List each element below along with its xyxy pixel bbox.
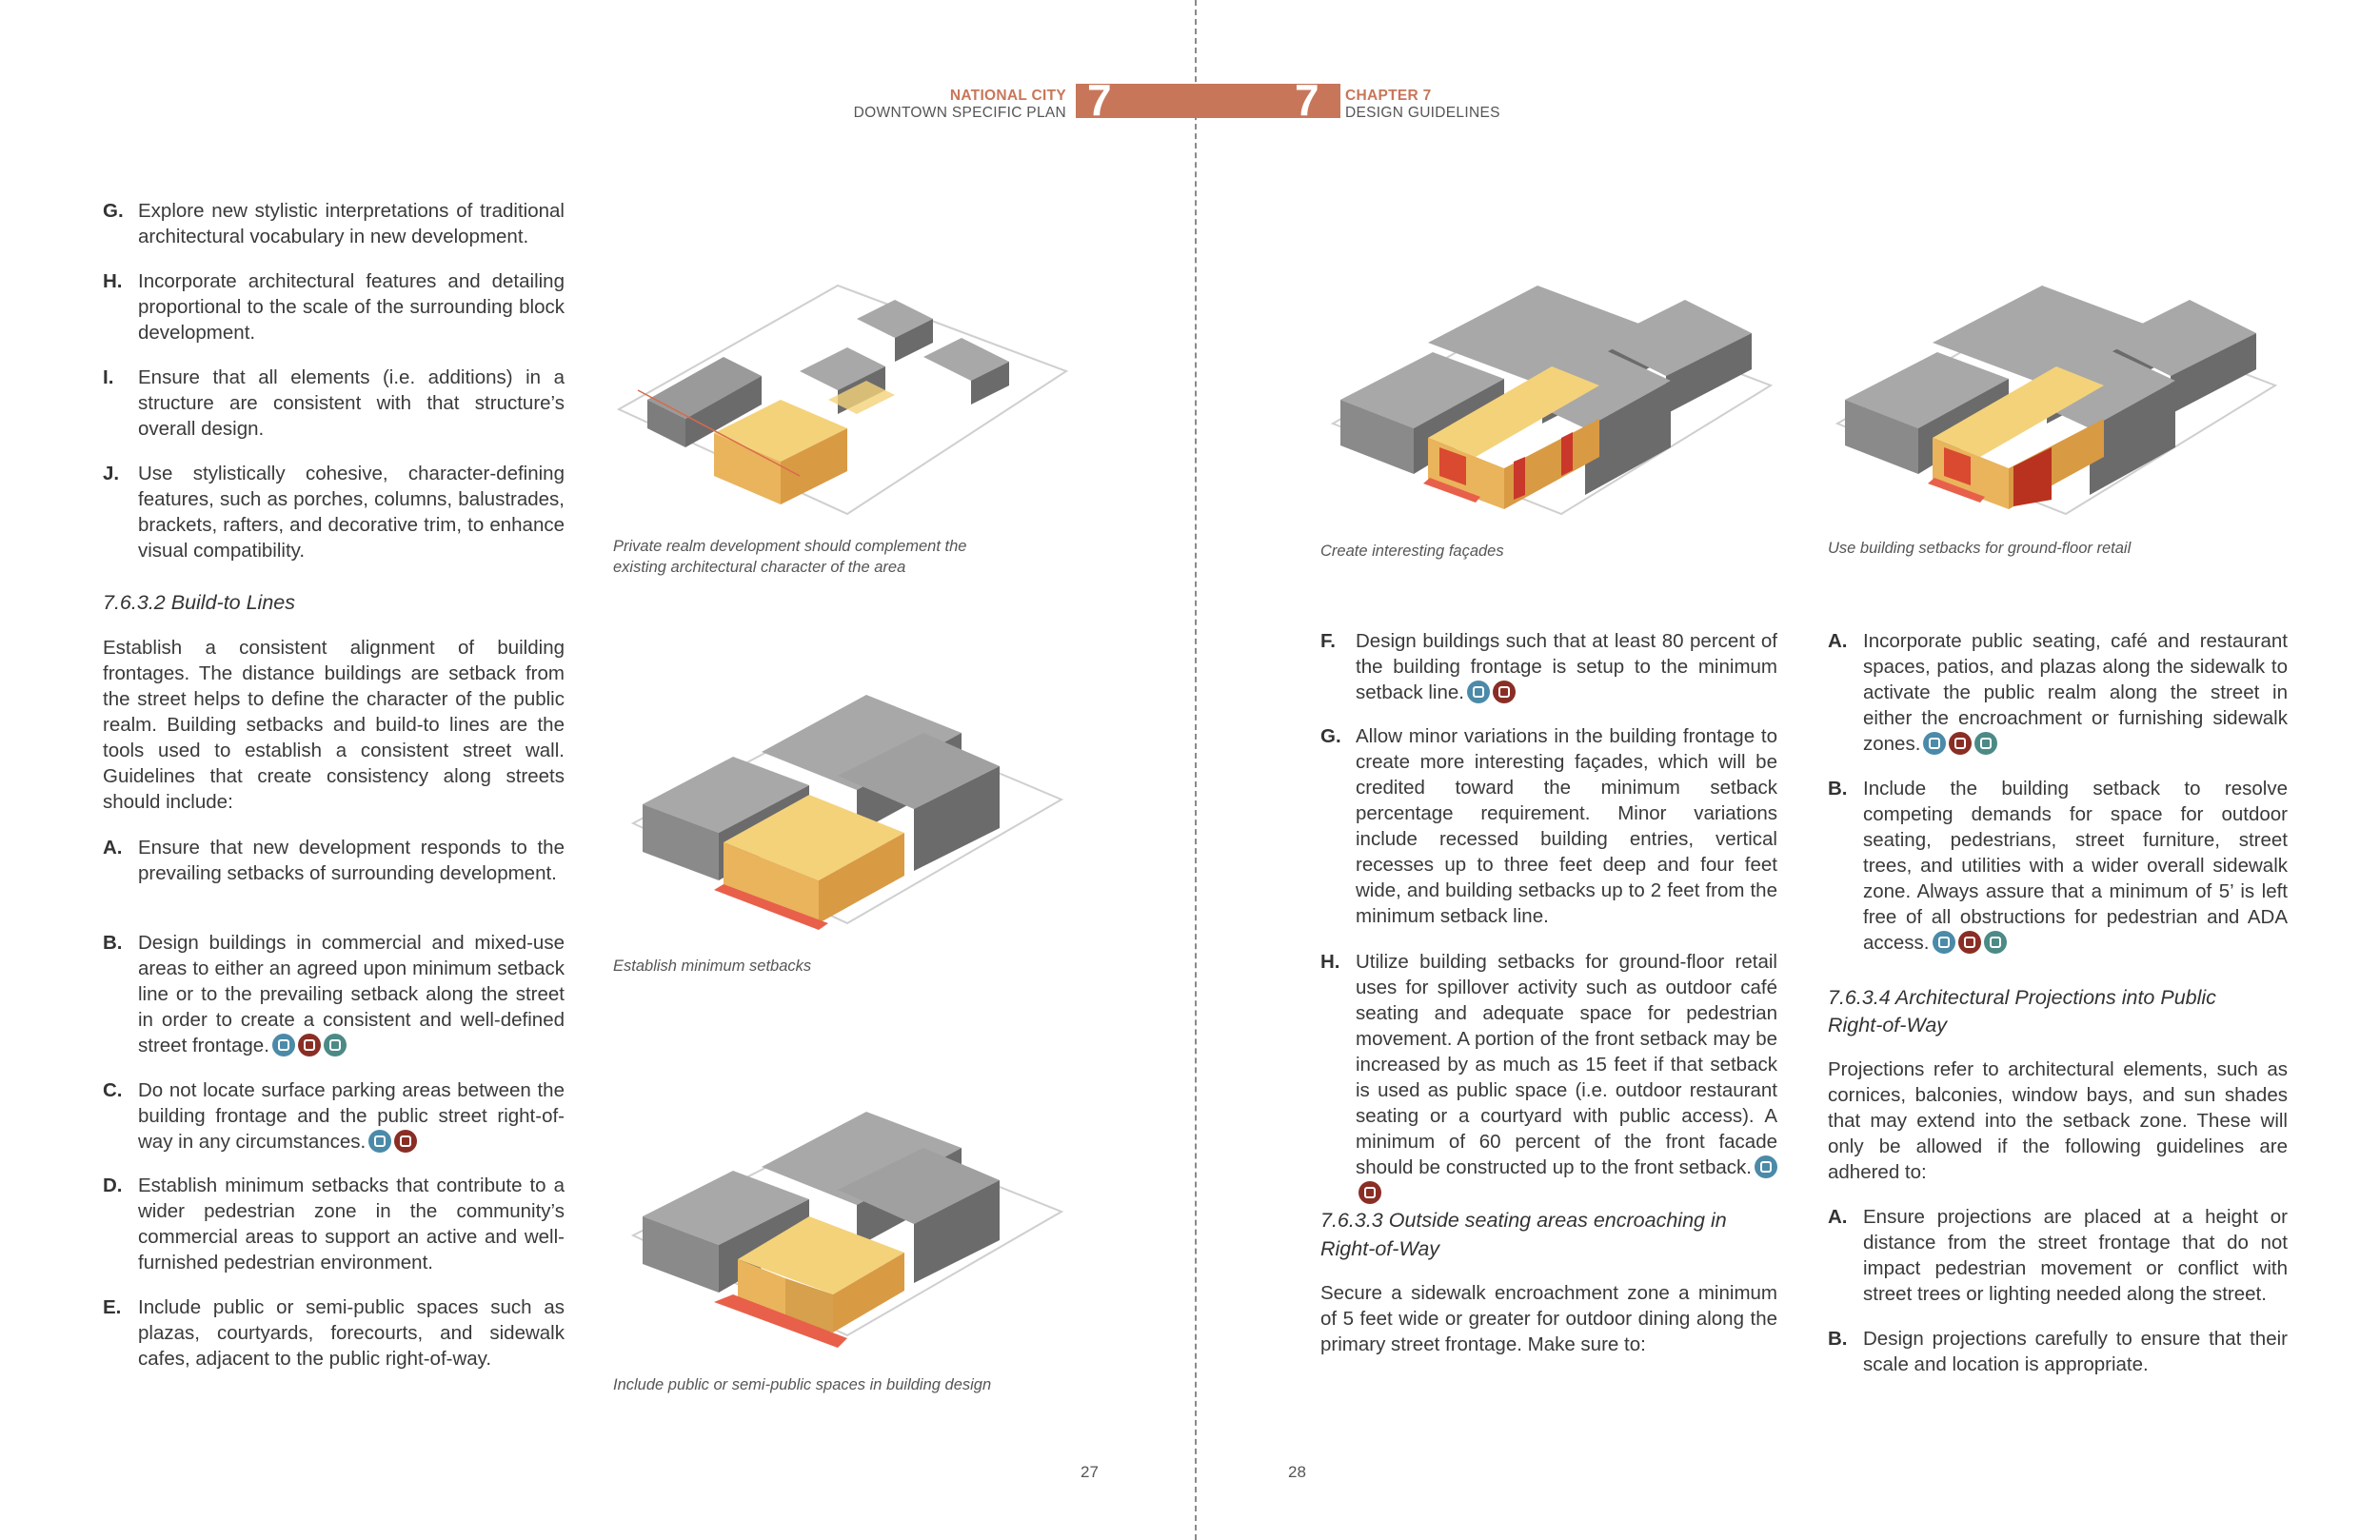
list-item: D.Establish minimum setbacks that contri… [103, 1175, 565, 1273]
caption-setbacks-retail: Use building setbacks for ground-floor r… [1828, 540, 2132, 557]
page-number-left: 27 [1081, 1463, 1099, 1481]
retail-icon [1359, 1181, 1381, 1204]
list-item: A.Incorporate public seating, café and r… [1828, 630, 2288, 755]
left-chapter-number: 7 [1087, 75, 1112, 125]
outside-seating-paragraph: Secure a sidewalk encroachment zone a mi… [1320, 1282, 1777, 1355]
transit-icon [323, 1034, 347, 1056]
header-chapter-label: CHAPTER 7 [1345, 88, 1432, 104]
section-heading-outside-seating: 7.6.3.3 Outside seating areas encroachin… [1320, 1209, 1727, 1232]
diagram-public-spaces [630, 1112, 1064, 1348]
right-chapter-number: 7 [1295, 75, 1319, 125]
caption-architectural-character-line2: existing architectural character of the … [613, 559, 906, 576]
list-item: G.Allow minor variations in the building… [1320, 725, 1777, 927]
intro-paragraph: Establish a consistent alignment of buil… [103, 637, 565, 813]
header-plan-subtitle: DOWNTOWN SPECIFIC PLAN [853, 105, 1066, 121]
transit-icon [1974, 732, 1998, 755]
section-heading-projections: 7.6.3.4 Architectural Projections into P… [1828, 986, 2216, 1009]
pedestrian-icon [368, 1130, 392, 1153]
list-item: G.Explore new stylistic interpretations … [103, 200, 565, 247]
list-item: C.Do not locate surface parking areas be… [103, 1079, 565, 1153]
diagram-setbacks-retail [1835, 286, 2278, 516]
list-item: E.Include public or semi-public spaces s… [103, 1296, 565, 1370]
pedestrian-icon [1755, 1155, 1777, 1178]
diagram-interesting-facades [1330, 286, 1774, 516]
list-item: J.Use stylistically cohesive, character-… [103, 463, 565, 562]
section-heading-outside-seating-line2: Right-of-Way [1320, 1237, 1440, 1260]
caption-interesting-facades: Create interesting façades [1320, 543, 1504, 560]
pedestrian-icon [271, 1034, 295, 1056]
diagram-architectural-character [616, 284, 1069, 516]
caption-architectural-character: Private realm development should complem… [613, 538, 967, 555]
page-number-right: 28 [1288, 1463, 1306, 1481]
caption-minimum-setbacks: Establish minimum setbacks [613, 958, 812, 975]
retail-icon [297, 1034, 321, 1056]
header-plan-name: NATIONAL CITY [949, 88, 1066, 104]
diagram-minimum-setbacks [630, 695, 1064, 930]
retail-icon [1949, 732, 1973, 755]
pedestrian-icon [1466, 681, 1490, 703]
list-item: H.Incorporate architectural features and… [103, 270, 565, 344]
projections-paragraph: Projections refer to architectural eleme… [1828, 1058, 2288, 1183]
list-item: A.Ensure projections are placed at a hei… [1828, 1206, 2288, 1305]
list-item: B.Design buildings in commercial and mix… [103, 932, 565, 1056]
transit-icon [1983, 931, 2007, 954]
retail-icon [1492, 681, 1516, 703]
chapter-header-band [1076, 84, 1340, 118]
header-chapter-title: DESIGN GUIDELINES [1345, 105, 1500, 121]
list-item: I.Ensure that all elements (i.e. additio… [103, 366, 565, 440]
list-item: A.Ensure that new development responds t… [103, 837, 565, 884]
list-item: F.Design buildings such that at least 80… [1320, 630, 1777, 703]
section-heading-build-to-lines: 7.6.3.2 Build-to Lines [103, 591, 295, 614]
page-fold-line [1195, 0, 1197, 1540]
pedestrian-icon [1923, 732, 1947, 755]
retail-icon [394, 1130, 418, 1153]
list-item: B.Design projections carefully to ensure… [1828, 1328, 2288, 1375]
pedestrian-icon [1932, 931, 1955, 954]
retail-icon [1957, 931, 1981, 954]
section-heading-projections-line2: Right-of-Way [1828, 1014, 1948, 1037]
caption-public-spaces: Include public or semi-public spaces in … [613, 1376, 992, 1393]
list-item: H.Utilize building setbacks for ground-f… [1320, 949, 1777, 1206]
list-item: B.Include the building setback to resolv… [1828, 778, 2288, 954]
